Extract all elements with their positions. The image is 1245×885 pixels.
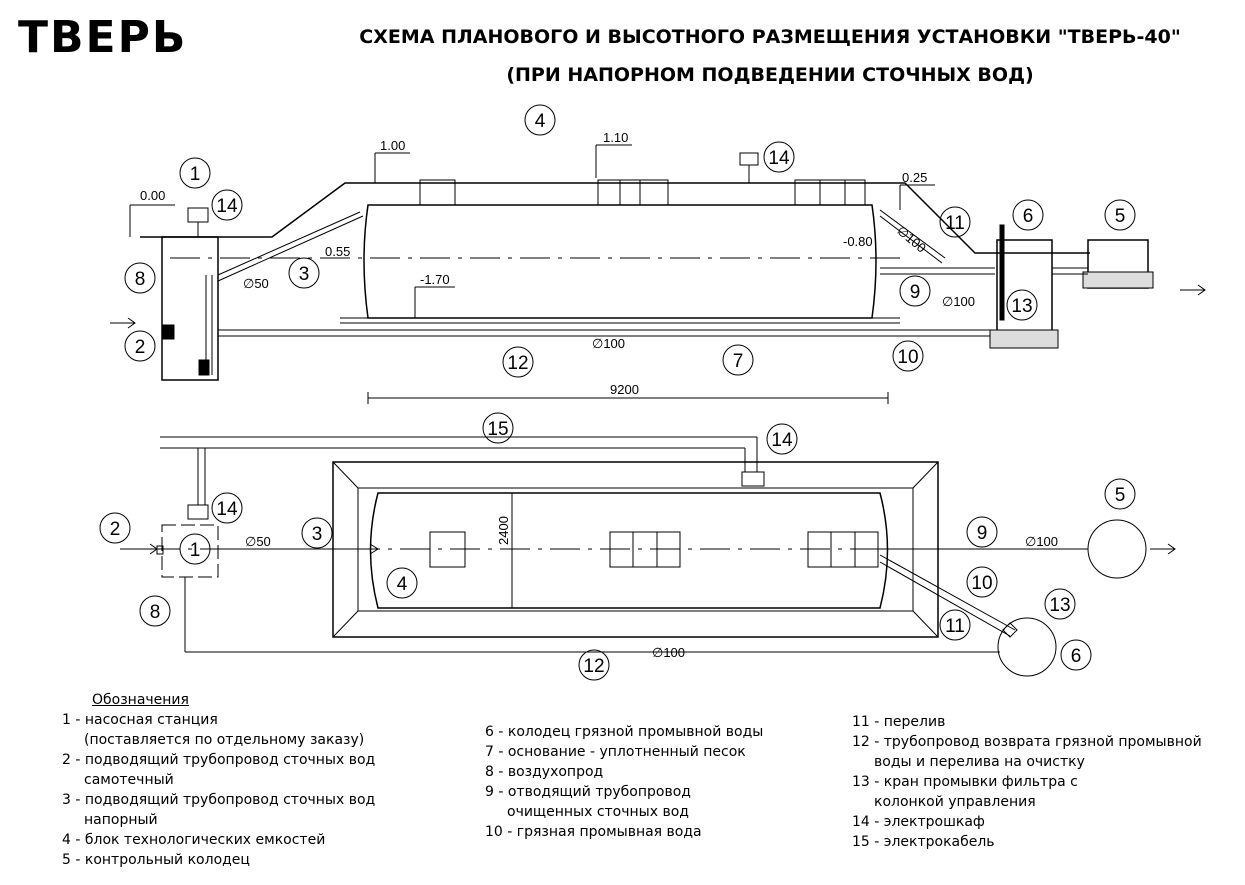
- callout-1-plan: 1: [190, 540, 201, 561]
- legend-item: 5 - контрольный колодец: [62, 852, 250, 868]
- legend-item: самотечный: [84, 772, 174, 788]
- legend-item: очищенных сточных вод: [507, 804, 689, 820]
- well-6-section: [996, 239, 1053, 336]
- callout-13-section: 13: [1011, 296, 1032, 317]
- legend-item: 1 - насосная станция: [62, 712, 218, 728]
- cabinet-top: [739, 152, 759, 166]
- cabinet-left: [187, 207, 209, 223]
- legend-item: 10 - грязная промывная вода: [485, 824, 702, 840]
- callout-8-section: 8: [135, 269, 146, 290]
- plan-view: [120, 436, 1176, 677]
- dia-100-section: ∅100: [592, 336, 625, 351]
- legend-item: 2 - подводящий трубопровод сточных вод: [62, 752, 376, 768]
- callout-14-plan-a: 14: [771, 430, 793, 451]
- legend-column-2: 6 - колодец грязной промывной воды 7 - о…: [485, 722, 763, 842]
- legend-item: 6 - колодец грязной промывной воды: [485, 724, 764, 740]
- elev-1-10: 1.10: [603, 130, 628, 145]
- callout-12-plan: 12: [583, 656, 604, 677]
- pump-station-plan: [161, 524, 219, 578]
- title-line-2: (ПРИ НАПОРНОМ ПОДВЕДЕНИИ СТОЧНЫХ ВОД): [506, 64, 1034, 86]
- brand-logo: ТВЕРЬ: [18, 12, 188, 63]
- well-5-plan: [1087, 519, 1147, 579]
- dia-100-overflow: ∅100: [894, 223, 929, 256]
- legend-item: воды и перелива на очистку: [874, 754, 1085, 770]
- section-view: [110, 144, 1206, 404]
- callout-2-plan: 2: [110, 519, 121, 540]
- callout-7-section: 7: [733, 351, 744, 372]
- pump-station-section: [161, 236, 219, 381]
- legend-item: колонкой управления: [874, 794, 1036, 810]
- callout-2-section: 2: [135, 337, 146, 358]
- hatch-3: [794, 179, 866, 206]
- callout-12-section: 12: [507, 353, 528, 374]
- ground-line: [140, 182, 1090, 254]
- dim-length: 9200: [610, 382, 639, 397]
- callout-6-plan: 6: [1071, 646, 1082, 667]
- hatch-2: [597, 179, 669, 206]
- legend-item: 9 - отводящий трубопровод: [485, 784, 691, 800]
- elev-minus-0-80: -0.80: [843, 234, 873, 249]
- legend-item: 15 - электрокабель: [852, 834, 995, 850]
- callouts: [99, 104, 1136, 681]
- callout-6-section: 6: [1023, 206, 1034, 227]
- callout-1-section: 1: [190, 164, 201, 185]
- elev-minus-1-70: -1.70: [420, 272, 450, 287]
- callout-15-plan: 15: [487, 419, 508, 440]
- dia-100-plan-return: ∅100: [652, 645, 685, 660]
- legend-item: 8 - воздухопрод: [485, 764, 604, 780]
- cabinet-plan-left: [187, 504, 209, 520]
- legend-item: 7 - основание - уплотненный песок: [485, 744, 746, 760]
- well-6-plan: [997, 617, 1057, 677]
- callout-14-a: 14: [216, 196, 238, 217]
- elev-0-25: 0.25: [902, 170, 927, 185]
- dia-50-plan: ∅50: [245, 534, 271, 549]
- callout-3-section: 3: [299, 264, 310, 285]
- elev-0-00: 0.00: [140, 188, 165, 203]
- callout-10-section: 10: [897, 347, 918, 368]
- dia-50-section: ∅50: [243, 276, 269, 291]
- callout-14-b: 14: [768, 148, 790, 169]
- dim-width: 2400: [496, 516, 511, 545]
- legend-item: (поставляется по отдельному заказу): [84, 732, 365, 748]
- legend-item: 12 - трубопровод возврата грязной промыв…: [852, 734, 1202, 750]
- callout-5-plan: 5: [1115, 485, 1126, 506]
- callout-11-plan: 11: [945, 616, 965, 637]
- legend-item: 4 - блок технологических емкостей: [62, 832, 326, 848]
- callout-14-plan-b: 14: [216, 499, 238, 520]
- legend-item: 11 - перелив: [852, 714, 946, 730]
- legend-item: 13 - кран промывки фильтра с: [852, 774, 1078, 790]
- legend-item: 14 - электрошкаф: [852, 814, 985, 830]
- callout-11-section: 11: [945, 213, 965, 234]
- callout-9-section: 9: [910, 282, 921, 303]
- hatch-1: [419, 179, 456, 206]
- page-title: СХЕМА ПЛАНОВОГО И ВЫСОТНОГО РАЗМЕЩЕНИЯ У…: [330, 18, 1210, 94]
- callout-9-plan: 9: [977, 523, 988, 544]
- tank-section: [363, 204, 877, 319]
- elev-1-00: 1.00: [380, 138, 405, 153]
- callout-10-plan: 10: [971, 573, 992, 594]
- callout-4-plan: 4: [397, 574, 408, 595]
- callout-4-section: 4: [535, 111, 546, 132]
- elev-0-55: 0.55: [325, 244, 350, 259]
- legend-column-1: Обозначения 1 - насосная станция (постав…: [62, 690, 375, 870]
- legend-heading: Обозначения: [92, 692, 189, 708]
- title-line-1: СХЕМА ПЛАНОВОГО И ВЫСОТНОГО РАЗМЕЩЕНИЯ У…: [359, 26, 1181, 48]
- legend-column-3: 11 - перелив 12 - трубопровод возврата г…: [852, 712, 1202, 852]
- legend-item: 3 - подводящий трубопровод сточных вод: [62, 792, 376, 808]
- callout-3-plan: 3: [312, 524, 323, 545]
- dia-100-outlet: ∅100: [942, 294, 975, 309]
- tank-plan: [369, 492, 889, 609]
- legend-item: напорный: [84, 812, 158, 828]
- callout-5-section: 5: [1115, 206, 1126, 227]
- callout-13-plan: 13: [1049, 595, 1070, 616]
- dia-100-plan-outlet: ∅100: [1025, 534, 1058, 549]
- callout-8-plan: 8: [150, 602, 161, 623]
